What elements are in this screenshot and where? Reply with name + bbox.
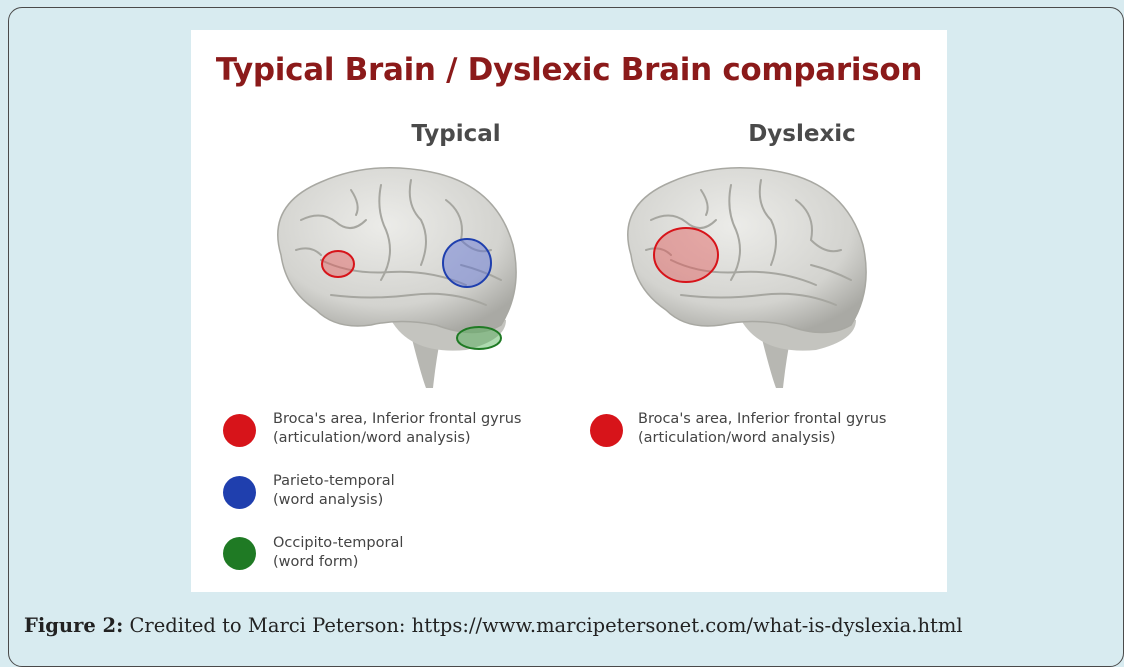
parieto-temporal-marker — [443, 239, 491, 287]
legend-line: Broca's area, Inferior frontal gyrus — [638, 410, 886, 429]
legend-item-broca: Broca's area, Inferior frontal gyrus (ar… — [273, 410, 521, 448]
legend-line: (articulation/word analysis) — [273, 429, 521, 448]
legend-line: (word analysis) — [273, 491, 395, 510]
dyslexic-heading: Dyslexic — [672, 121, 932, 147]
typical-heading: Typical — [326, 121, 586, 147]
legend-line: (articulation/word analysis) — [638, 429, 886, 448]
legend-dot-occipito — [223, 537, 256, 570]
caption-label: Figure 2: — [24, 614, 123, 637]
legend-dot-parieto — [223, 476, 256, 509]
broca-area-marker — [322, 251, 354, 277]
legend-dot-broca — [590, 414, 623, 447]
legend-line: (word form) — [273, 553, 403, 572]
caption-text: Credited to Marci Peterson: https://www.… — [130, 614, 963, 637]
legend-item-broca: Broca's area, Inferior frontal gyrus (ar… — [638, 410, 886, 448]
legend-dot-broca — [223, 414, 256, 447]
broca-area-marker — [654, 228, 718, 282]
dyslexic-brain-illustration — [611, 160, 881, 390]
legend-item-parieto: Parieto-temporal (word analysis) — [273, 472, 395, 510]
legend-line: Broca's area, Inferior frontal gyrus — [273, 410, 521, 429]
typical-brain-illustration — [261, 160, 531, 390]
figure-image: Typical Brain / Dyslexic Brain compariso… — [191, 30, 947, 592]
legend-line: Occipito-temporal — [273, 534, 403, 553]
diagram-title: Typical Brain / Dyslexic Brain compariso… — [191, 52, 947, 88]
occipito-temporal-marker — [457, 327, 501, 349]
legend-line: Parieto-temporal — [273, 472, 395, 491]
figure-caption: Figure 2: Credited to Marci Peterson: ht… — [24, 614, 963, 637]
legend-item-occipito: Occipito-temporal (word form) — [273, 534, 403, 572]
